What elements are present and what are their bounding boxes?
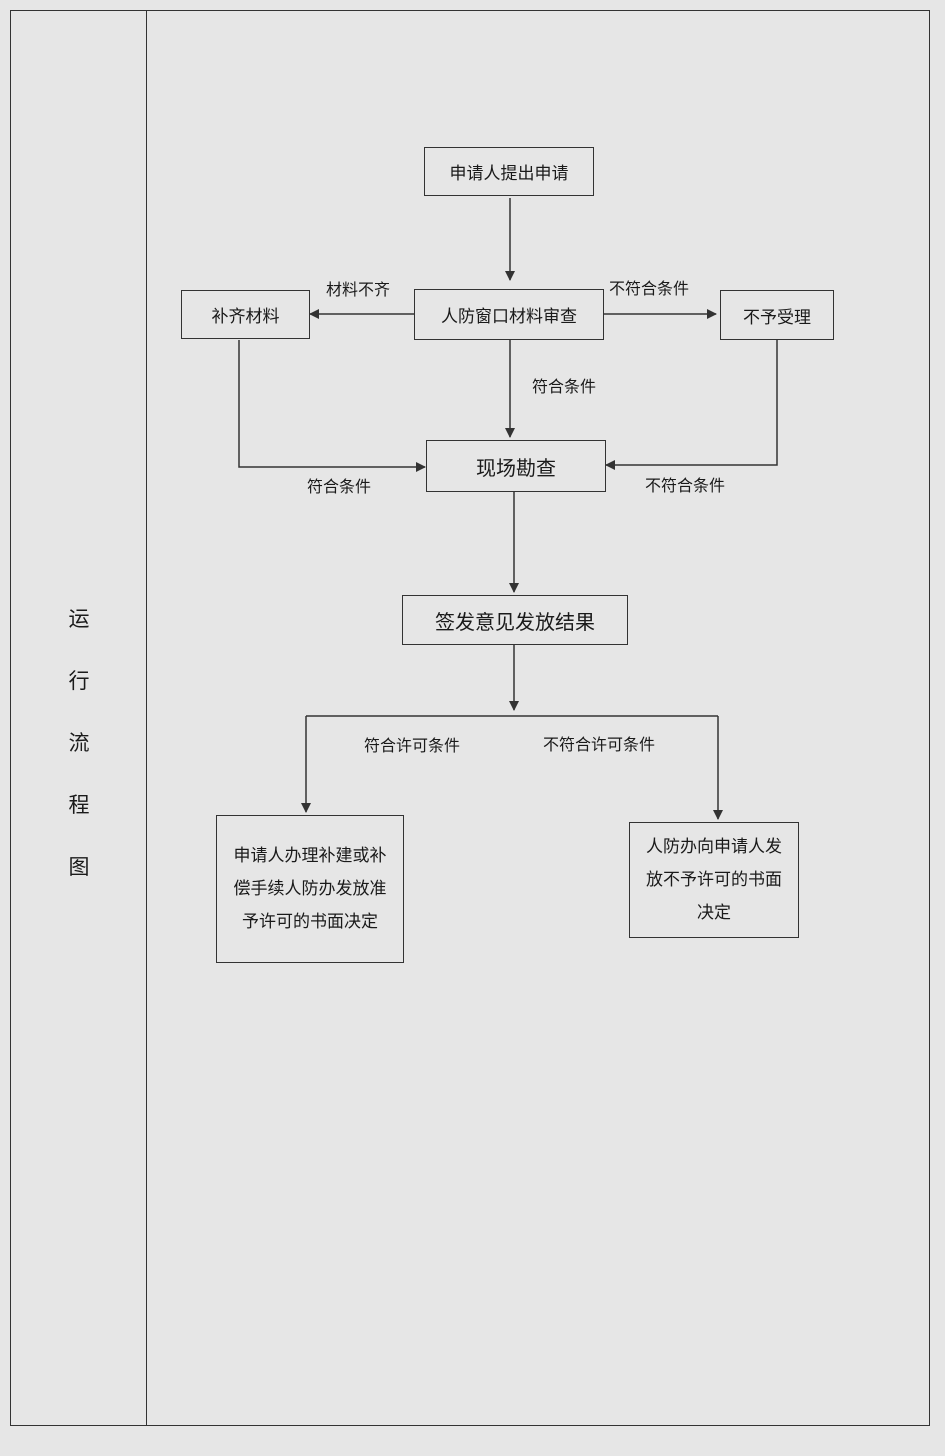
label-not-qualified-top: 不符合条件 bbox=[609, 279, 690, 298]
node-review: 人防窗口材料审查 bbox=[414, 289, 604, 340]
side-title-char: 程 bbox=[68, 793, 90, 817]
node-supplement: 补齐材料 bbox=[181, 290, 310, 339]
label-qualified-center: 符合条件 bbox=[532, 377, 597, 396]
node-deny: 人防办向申请人发放不予许可的书面决定 bbox=[629, 822, 799, 938]
arrow-reject-to-inspect bbox=[605, 340, 778, 470]
node-inspect: 现场勘查 bbox=[426, 440, 606, 492]
page-frame bbox=[10, 10, 930, 1426]
node-apply: 申请人提出申请 bbox=[424, 147, 594, 196]
node-sign: 签发意见发放结果 bbox=[402, 595, 628, 645]
node-approve: 申请人办理补建或补偿手续人防办发放准予许可的书面决定 bbox=[216, 815, 404, 963]
column-divider bbox=[146, 10, 147, 1426]
label-qualified-left: 符合条件 bbox=[307, 477, 372, 496]
label-incomplete: 材料不齐 bbox=[326, 280, 391, 299]
label-permit-no: 不符合许可条件 bbox=[543, 735, 656, 754]
node-reject-accept: 不予受理 bbox=[720, 290, 834, 340]
arrow-supplement-to-inspect bbox=[238, 340, 426, 472]
label-permit-yes: 符合许可条件 bbox=[364, 736, 461, 755]
side-title-char: 运 bbox=[68, 607, 90, 631]
side-title: 运 行 流 程 图 bbox=[64, 588, 94, 898]
label-not-qualified-right: 不符合条件 bbox=[645, 476, 726, 495]
side-title-char: 图 bbox=[68, 855, 90, 879]
side-title-char: 流 bbox=[68, 731, 90, 755]
side-title-char: 行 bbox=[68, 669, 90, 693]
